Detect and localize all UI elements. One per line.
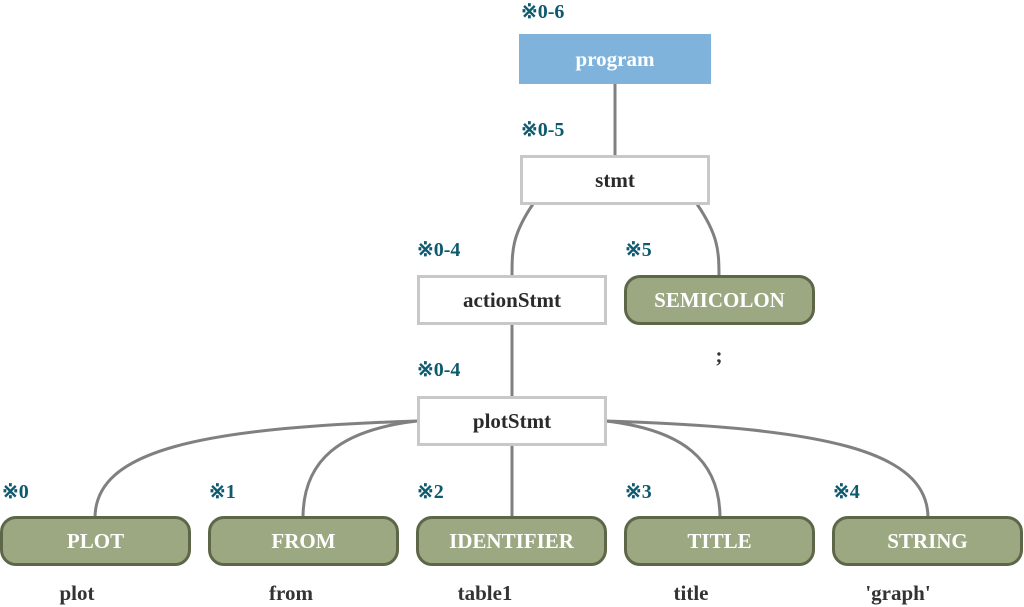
range-from: ※1 xyxy=(209,481,236,503)
lexeme-plot: plot xyxy=(59,581,95,605)
node-plotStmt-label: plotStmt xyxy=(472,408,552,433)
node-from-label: FROM xyxy=(271,528,336,553)
node-plotStmt[interactable]: plotStmt xyxy=(417,396,607,446)
node-stmt-label: stmt xyxy=(595,167,635,192)
node-string[interactable]: STRING xyxy=(832,516,1023,566)
edge-stmt-semicolon xyxy=(695,203,721,278)
lexeme-semicolon: ; xyxy=(715,343,723,367)
edge-plotStmt-from xyxy=(301,419,418,519)
range-string: ※4 xyxy=(833,481,860,503)
node-actionStmt-label: actionStmt xyxy=(463,287,561,312)
edge-plotStmt-string xyxy=(605,419,930,519)
range-plotStmt: ※0-4 xyxy=(417,359,461,381)
range-title: ※3 xyxy=(625,481,652,503)
lexeme-identifier: table1 xyxy=(457,581,513,605)
edge-stmt-actionStmt xyxy=(510,203,535,278)
lexeme-from: from xyxy=(269,581,313,605)
node-string-label: STRING xyxy=(887,528,968,553)
node-title[interactable]: TITLE xyxy=(624,516,815,566)
node-plot-label: PLOT xyxy=(66,528,125,553)
node-program[interactable]: program xyxy=(519,34,711,84)
node-identifier-label: IDENTIFIER xyxy=(449,528,574,553)
node-from[interactable]: FROM xyxy=(208,516,399,566)
node-title-label: TITLE xyxy=(687,528,752,553)
edge-plotStmt-plot xyxy=(93,419,418,519)
range-stmt: ※0-5 xyxy=(521,119,565,141)
node-stmt[interactable]: stmt xyxy=(520,155,710,205)
node-program-label: program xyxy=(575,46,655,71)
lexeme-title: title xyxy=(673,581,709,605)
lexeme-string: 'graph' xyxy=(865,581,931,605)
edge-plotStmt-title xyxy=(605,419,722,519)
range-semicolon: ※5 xyxy=(625,239,652,261)
node-identifier[interactable]: IDENTIFIER xyxy=(416,516,607,566)
range-actionStmt: ※0-4 xyxy=(417,239,461,261)
range-plot: ※0 xyxy=(2,481,29,503)
node-actionStmt[interactable]: actionStmt xyxy=(417,275,607,325)
node-plot[interactable]: PLOT xyxy=(0,516,191,566)
node-semicolon-label: SEMICOLON xyxy=(654,287,785,312)
range-identifier: ※2 xyxy=(417,481,444,503)
node-semicolon[interactable]: SEMICOLON xyxy=(624,275,815,325)
range-program: ※0-6 xyxy=(521,1,565,23)
